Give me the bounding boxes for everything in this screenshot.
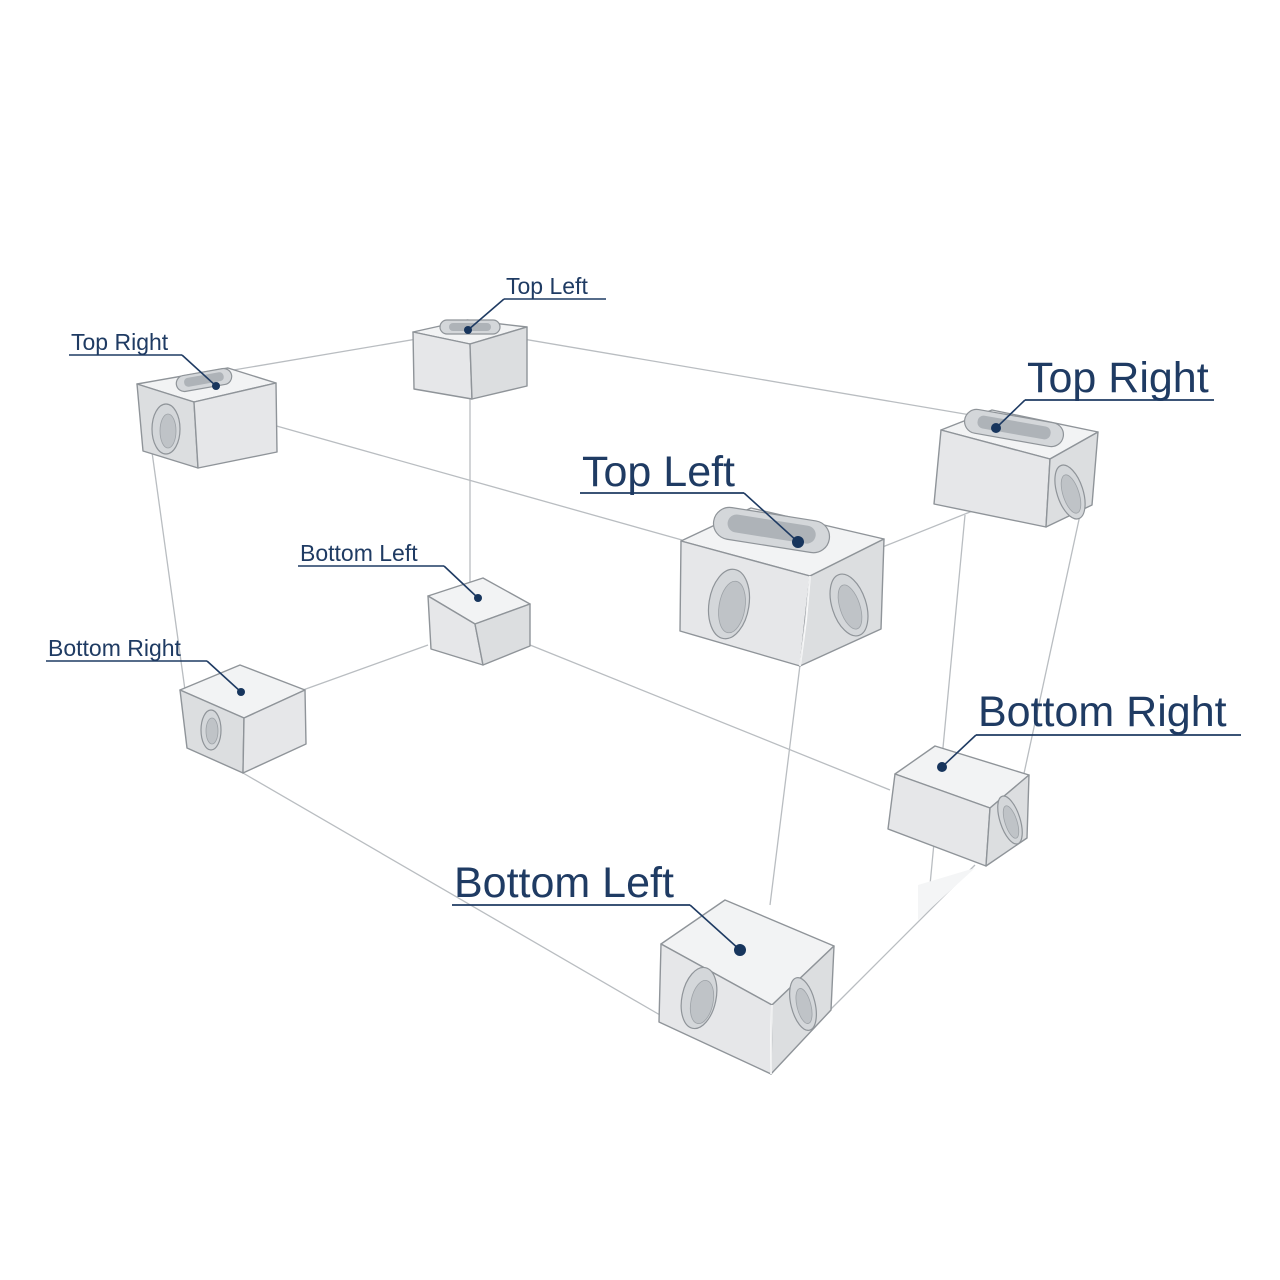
casting-front-top-right-side-hole-inner <box>1060 474 1082 514</box>
label-back-bottom-right-group: Bottom Right <box>46 635 245 696</box>
label-front-top-left-dot <box>792 536 804 548</box>
casting-back-top-right <box>136 367 278 469</box>
casting-back-top-right-top-slot-inner <box>184 372 224 387</box>
casting-front-bottom-left-front-hole-inner <box>689 979 715 1025</box>
frame-line-back-bottom <box>302 644 429 691</box>
label-back-top-left-dot <box>464 326 472 334</box>
label-front-top-left-leader <box>743 492 799 543</box>
label-back-bottom-right-leader <box>206 660 242 693</box>
casting-front-bottom-right-side-hole-inner <box>1002 805 1020 839</box>
label-front-bottom-right-dot <box>937 762 947 772</box>
label-back-bottom-left: Bottom Left <box>300 540 418 566</box>
label-front-bottom-left-dot <box>734 944 746 956</box>
label-front-bottom-right-group: Bottom Right <box>937 688 1241 772</box>
frame-line-top-far <box>469 329 1001 421</box>
label-back-top-right-dot <box>212 382 220 390</box>
casting-front-top-right <box>933 408 1099 528</box>
casting-back-top-left-front-face <box>412 331 473 400</box>
label-back-bottom-left-dot <box>474 594 482 602</box>
label-back-top-left: Top Left <box>506 273 588 299</box>
casting-front-top-left-top-slot-inner <box>727 514 816 544</box>
label-front-bottom-right: Bottom Right <box>978 688 1227 736</box>
label-front-bottom-left: Bottom Left <box>454 859 674 907</box>
label-back-bottom-right: Bottom Right <box>48 635 182 661</box>
casting-back-top-right-side-hole-inner <box>159 413 177 449</box>
casting-front-bottom-left-highlight-edge <box>770 1004 773 1074</box>
casting-front-top-right-top-slot-inner <box>977 415 1051 440</box>
frame-line-back-vertical-right <box>151 451 186 691</box>
casting-back-bottom-right-side-hole-inner <box>205 717 219 745</box>
label-back-top-right-leader <box>181 354 217 387</box>
casting-back-bottom-left <box>427 577 531 666</box>
label-front-bottom-left-leader <box>689 904 741 951</box>
label-back-bottom-left-leader <box>443 565 479 599</box>
label-back-top-right-group: Top Right <box>69 329 220 390</box>
label-front-top-right-group: Top Right <box>991 354 1214 433</box>
label-front-top-left-group: Top Left <box>580 448 804 548</box>
casting-back-top-left-side-face <box>469 326 528 400</box>
casting-front-top-left-highlight-edge <box>799 575 811 667</box>
casting-front-bottom-left <box>658 899 835 1075</box>
casting-front-top-left-front-hole-inner <box>718 580 746 634</box>
casting-front-bottom-right <box>887 745 1030 867</box>
casting-back-top-right-front-face <box>193 382 278 469</box>
frame-line-side-vertical <box>1014 514 1081 816</box>
label-back-top-right: Top Right <box>71 329 169 355</box>
frame-line-bottom-far <box>529 644 891 791</box>
label-front-top-right-dot <box>991 423 1001 433</box>
label-back-bottom-right-dot <box>237 688 245 696</box>
label-front-bottom-left-group: Bottom Left <box>452 859 746 956</box>
label-front-top-right-leader <box>995 399 1026 429</box>
label-front-top-right: Top Right <box>1027 354 1209 402</box>
label-back-bottom-left-group: Bottom Left <box>298 540 482 602</box>
label-back-top-left-group: Top Left <box>464 273 606 334</box>
casting-front-top-left-side-hole-inner <box>837 584 863 630</box>
casting-back-bottom-right-front-face <box>242 689 307 774</box>
frame-line-front-vertical-left <box>769 664 801 906</box>
label-back-top-left-leader <box>467 298 505 331</box>
shadow-panel <box>918 868 975 920</box>
casting-back-bottom-left-side-face <box>474 603 531 666</box>
casting-front-bottom-left-side-hole-inner <box>795 988 813 1024</box>
frame-line-bottom-near <box>242 772 661 1016</box>
label-front-top-left: Top Left <box>582 448 735 496</box>
label-front-bottom-right-leader <box>941 734 977 768</box>
frame-line-top-near <box>272 424 683 541</box>
